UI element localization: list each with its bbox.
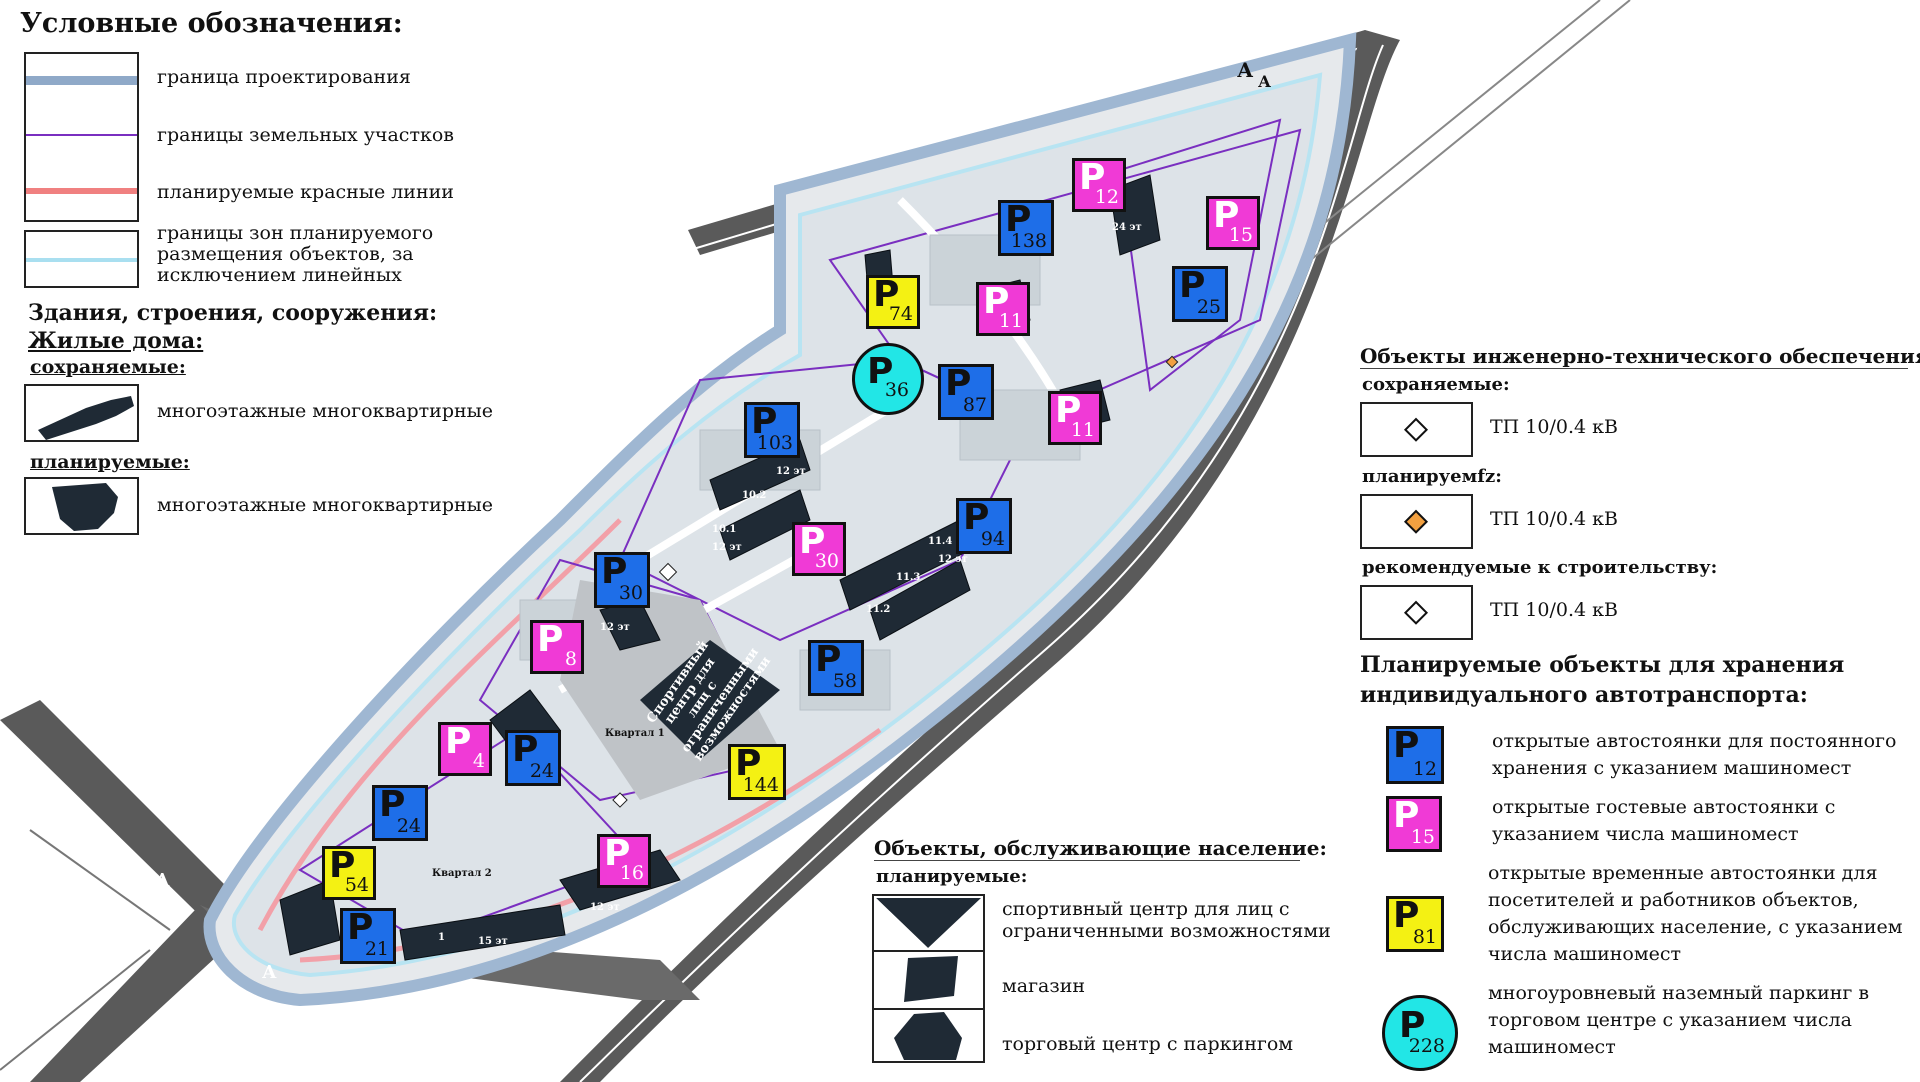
transformer-swatch	[1360, 494, 1473, 549]
parking-legend-text: открытые временные автостоянки для посет…	[1488, 862, 1903, 965]
shop-icon	[904, 956, 958, 1002]
planned-building-icon	[52, 483, 118, 531]
engineering-item: ТП 10/0.4 кВ	[1490, 416, 1618, 438]
kept-building-icon	[38, 396, 134, 440]
transformer-swatch	[1360, 402, 1473, 457]
legend-swatch-design-boundary	[24, 52, 139, 110]
legend-swatch-zone-boundary	[24, 230, 139, 288]
transformer-icon-orange	[1403, 509, 1429, 534]
services-item: торговый центр с паркингом	[1002, 1033, 1294, 1055]
building-label: 12 эт	[712, 542, 742, 553]
building-label: 12 эт	[776, 466, 806, 477]
building-label: 15 эт	[478, 936, 508, 947]
building-label: 12 эт	[938, 554, 968, 565]
legend-swatch-kept-building	[24, 384, 139, 442]
parking-legend-title: Планируемые объекты для хранения	[1360, 652, 1845, 678]
planned-label: планируемые:	[30, 451, 190, 473]
parking-legend-title: индивидуального автотранспорта:	[1360, 682, 1808, 708]
services-swatch	[872, 1008, 985, 1063]
quarter-label: Квартал 2	[432, 868, 492, 879]
engineering-item: ТП 10/0.4 кВ	[1490, 508, 1618, 530]
residential-title: Жилые дома:	[28, 328, 204, 354]
kept-label: сохраняемые:	[30, 356, 186, 378]
building-label: 11.3	[896, 572, 921, 583]
mall-icon	[894, 1012, 962, 1060]
buildings-title: Здания, строения, сооружения:	[28, 300, 438, 326]
section-mark-a: А	[1237, 58, 1254, 82]
transformer-swatch	[1360, 585, 1473, 640]
services-planned-label: планируемые:	[876, 866, 1028, 887]
quarter-label: Квартал 1	[605, 728, 665, 739]
engineering-group-label: планируемfz:	[1362, 466, 1502, 487]
legend-label: границы зон планируемого размещения объе…	[157, 222, 434, 286]
building-label: 11.2	[866, 604, 891, 615]
services-item: магазин	[1002, 975, 1086, 997]
section-mark-a: А	[155, 870, 170, 891]
services-item: спортивный центр для лиц с ограниченными…	[1002, 898, 1331, 942]
transformer-icon	[1403, 600, 1429, 625]
legend-label: границы земельных участков	[157, 124, 454, 146]
section-mark-a: А	[262, 962, 277, 983]
engineering-title: Объекты инженерно-технического обеспечен…	[1360, 344, 1920, 368]
services-swatch	[872, 894, 985, 952]
legend-label: многоэтажные многоквартирные	[157, 494, 494, 516]
building-label: 10.1	[712, 524, 737, 535]
legend-swatch-red-line	[24, 164, 139, 222]
legend-swatch-plot-boundary	[24, 108, 139, 166]
legend-swatch-planned-building	[24, 477, 139, 535]
building-label: 1	[438, 932, 445, 943]
parking-legend-text: многоуровневый наземный паркинг в торгов…	[1488, 982, 1870, 1058]
engineering-item: ТП 10/0.4 кВ	[1490, 599, 1618, 621]
legend-label: многоэтажные многоквартирные	[157, 400, 494, 422]
sport-center-building	[640, 640, 780, 760]
building-label: 12 эт	[590, 902, 620, 913]
building-label: 10.2	[742, 490, 767, 501]
engineering-group-label: сохраняемые:	[1362, 374, 1510, 395]
parking-legend-text: открытые автостоянки для постоянного хра…	[1492, 730, 1897, 779]
transformer-icon	[1403, 417, 1429, 442]
legend-label: граница проектирования	[157, 66, 411, 88]
building-label: 12 эт	[600, 622, 630, 633]
engineering-group-label: рекомендуемые к строительству:	[1362, 557, 1718, 578]
building-label: 11.4	[928, 536, 953, 547]
legend-label: планируемые красные линии	[157, 181, 454, 203]
parking-legend-text: открытые гостевые автостоянки с указание…	[1492, 796, 1836, 845]
section-mark-a: А	[1258, 72, 1272, 91]
services-title: Объекты, обслуживающие население:	[874, 836, 1327, 860]
building-label: 24 эт	[1112, 222, 1142, 233]
legend-title: Условные обозначения:	[20, 8, 403, 39]
sports-center-icon	[876, 898, 981, 948]
services-swatch	[872, 950, 985, 1010]
